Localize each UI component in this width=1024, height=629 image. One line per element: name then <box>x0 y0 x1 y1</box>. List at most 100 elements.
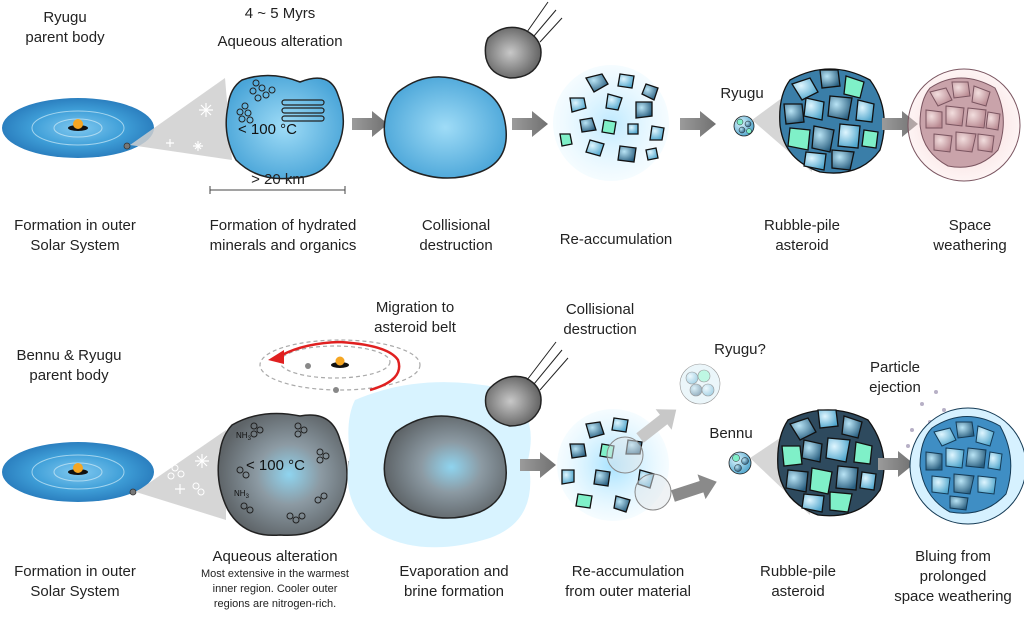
label-line: Bennu & Ryugu <box>16 347 122 364</box>
caption-top-formation: Formation in outer Solar System <box>0 216 150 256</box>
bottom-disk-icon <box>2 442 154 502</box>
caption-line: brine formation <box>403 583 505 600</box>
snowflake-icon <box>166 103 213 151</box>
caption-line: Formation of hydrated <box>209 217 357 234</box>
migration-label: Migration to asteroid belt <box>345 298 485 338</box>
caption-bottom-reaccumulation: Re-accumulation from outer material <box>548 562 708 602</box>
nh3-subscript: 3 <box>248 436 252 442</box>
caption-top-weathering: Space weathering <box>920 216 1020 256</box>
bottom-zoom-cone <box>136 430 226 520</box>
orbit-diagram <box>259 339 421 393</box>
molecule-icon <box>167 464 205 496</box>
caption-detail-line: regions are nitrogen-rich. <box>213 598 337 610</box>
caption-bottom-evaporation: Evaporation and brine formation <box>384 562 524 602</box>
bluing-pile <box>909 407 1024 525</box>
top-temperature-label: < 100 °C <box>238 121 297 138</box>
arrow-to-bennu <box>671 474 717 502</box>
top-arrow-2 <box>512 111 548 137</box>
caption-top-rubble: Rubble-pile asteroid <box>742 216 862 256</box>
caption-line: from outer material <box>565 583 691 600</box>
top-ryugu-label: Ryugu <box>720 85 764 102</box>
ejection-label: Particle ejection <box>850 358 940 398</box>
caption-line: Solar System <box>30 237 120 254</box>
bottom-temperature-label: < 100 °C <box>246 457 305 474</box>
top-parent-body-label: Ryugu parent body <box>10 8 120 48</box>
caption-line: minerals and organics <box>209 237 357 254</box>
bottom-rubble-pile <box>777 409 885 517</box>
caption-bottom-bluing: Bluing from prolonged space weathering <box>884 547 1022 607</box>
top-disk-icon <box>2 98 154 158</box>
label-line: ejection <box>869 379 921 396</box>
caption-detail-line: Most extensive in the warmest <box>201 568 349 580</box>
bottom-collision-blob <box>383 415 507 519</box>
bennu-label: Bennu <box>709 425 753 442</box>
caption-line: weathering <box>933 237 1007 254</box>
caption-line: destruction <box>419 237 493 254</box>
caption-line: Space <box>948 217 992 234</box>
top-collision-blob <box>383 76 507 179</box>
caption-line: Evaporation and <box>399 563 509 580</box>
label-line: Particle <box>869 359 921 376</box>
nh3-label-text: NH <box>236 431 248 440</box>
caption-line: Aqueous alteration <box>212 548 338 565</box>
caption-bottom-rubble: Rubble-pile asteroid <box>738 562 858 602</box>
label-line: Collisional <box>565 301 635 318</box>
label-line: Migration to <box>375 299 455 316</box>
caption-line: Re-accumulation <box>559 231 673 248</box>
label-line: parent body <box>29 367 109 384</box>
bottom-impactor-icon <box>484 341 569 427</box>
bottom-parent-body <box>217 412 348 537</box>
small-bennu <box>728 451 752 475</box>
caption-top-collision: Collisional destruction <box>396 216 516 256</box>
nh3-label: NH3 <box>236 431 252 442</box>
caption-line: Solar System <box>30 583 120 600</box>
ryugu-question-label: Ryugu? <box>714 341 766 358</box>
layered-mineral-icon <box>281 99 325 122</box>
label-line: Ryugu <box>43 9 87 26</box>
mineral-icon <box>236 79 276 124</box>
caption-line: Formation in outer <box>14 217 136 234</box>
top-arrow-3 <box>680 111 716 137</box>
top-reaccumulation-cloud <box>553 65 669 181</box>
caption-top-reaccumulation: Re-accumulation <box>546 230 686 250</box>
caption-bottom-formation: Formation in outer Solar System <box>0 562 150 602</box>
scale-bar <box>209 186 346 194</box>
duration-label: 4 ~ 5 Myrs <box>244 5 316 22</box>
caption-line: Rubble-pile <box>760 563 836 580</box>
top-small-ryugu <box>733 115 755 137</box>
arrow-to-ryugu <box>636 409 677 443</box>
process-label: Aqueous alteration <box>217 33 343 50</box>
label-line: asteroid belt <box>374 319 456 336</box>
label-line: parent body <box>25 29 105 46</box>
bottom-collision-label: Collisional destruction <box>540 300 660 340</box>
caption-line: space weathering <box>894 588 1012 605</box>
label-line: destruction <box>563 321 637 338</box>
top-impactor-icon <box>484 1 563 79</box>
caption-bottom-aqueous: Aqueous alteration Most extensive in the… <box>170 547 380 612</box>
caption-line: asteroid <box>775 237 829 254</box>
top-zoom-cone <box>130 78 232 160</box>
nh3-label: NH3 <box>234 489 250 500</box>
top-weathered-pile <box>907 68 1021 182</box>
caption-line: Rubble-pile <box>764 217 840 234</box>
caption-line: Bluing from <box>915 548 991 565</box>
particle-ejection-dots <box>906 390 946 448</box>
mineral-icon <box>236 422 330 524</box>
bottom-parent-body-label: Bennu & Ryugu parent body <box>4 346 134 386</box>
caption-line: Formation in outer <box>14 563 136 580</box>
caption-line: asteroid <box>771 583 825 600</box>
caption-line: Re-accumulation <box>571 563 685 580</box>
nh3-label-text: NH <box>234 489 246 498</box>
top-rubble-pile <box>779 68 885 174</box>
nh3-subscript: 3 <box>246 494 250 500</box>
caption-line: Collisional <box>421 217 491 234</box>
faded-ryugu <box>679 363 721 405</box>
snowflake-icon <box>175 454 209 494</box>
caption-top-hydrated: Formation of hydrated minerals and organ… <box>188 216 378 256</box>
size-label: > 20 km <box>251 171 305 188</box>
top-parent-body <box>225 74 344 180</box>
caption-line: prolonged <box>919 568 987 585</box>
caption-detail-line: inner region. Cooler outer <box>212 583 338 595</box>
top-arrow-1 <box>352 111 388 137</box>
